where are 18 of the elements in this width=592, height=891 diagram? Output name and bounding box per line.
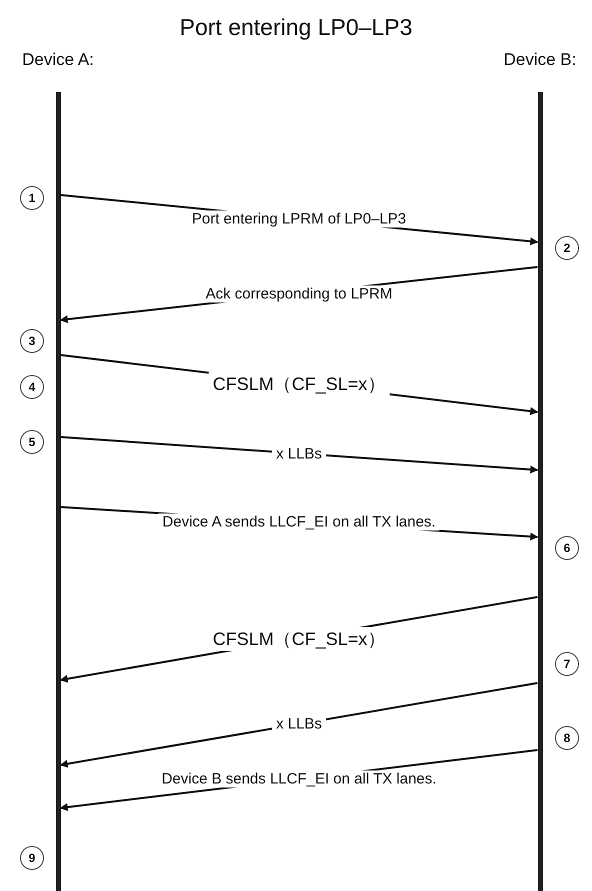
callout-number: 7 bbox=[555, 652, 579, 676]
callout-number: 2 bbox=[555, 236, 579, 260]
message-label: x LLBs bbox=[272, 716, 326, 732]
message-label: x LLBs bbox=[272, 445, 326, 462]
message-arrow bbox=[60, 682, 538, 768]
message-label: CFSLM（CF_SL=x） bbox=[208, 372, 390, 396]
lifeline-heading: Device B: bbox=[502, 50, 578, 70]
lifeline-heading: Device A: bbox=[21, 50, 95, 70]
diagram-title: Port entering LP0–LP3 bbox=[178, 14, 414, 41]
callout-number: 3 bbox=[20, 329, 44, 353]
callout-number: 1 bbox=[20, 186, 44, 210]
callout-number: 5 bbox=[20, 430, 44, 454]
callout-number: 6 bbox=[555, 536, 579, 560]
message-arrow bbox=[60, 436, 538, 474]
callout-number: 9 bbox=[20, 846, 44, 870]
callout-number: 8 bbox=[555, 726, 579, 750]
message-label: Device A sends LLCF_EI on all TX lanes. bbox=[158, 514, 440, 530]
callout-number: 4 bbox=[20, 375, 44, 399]
